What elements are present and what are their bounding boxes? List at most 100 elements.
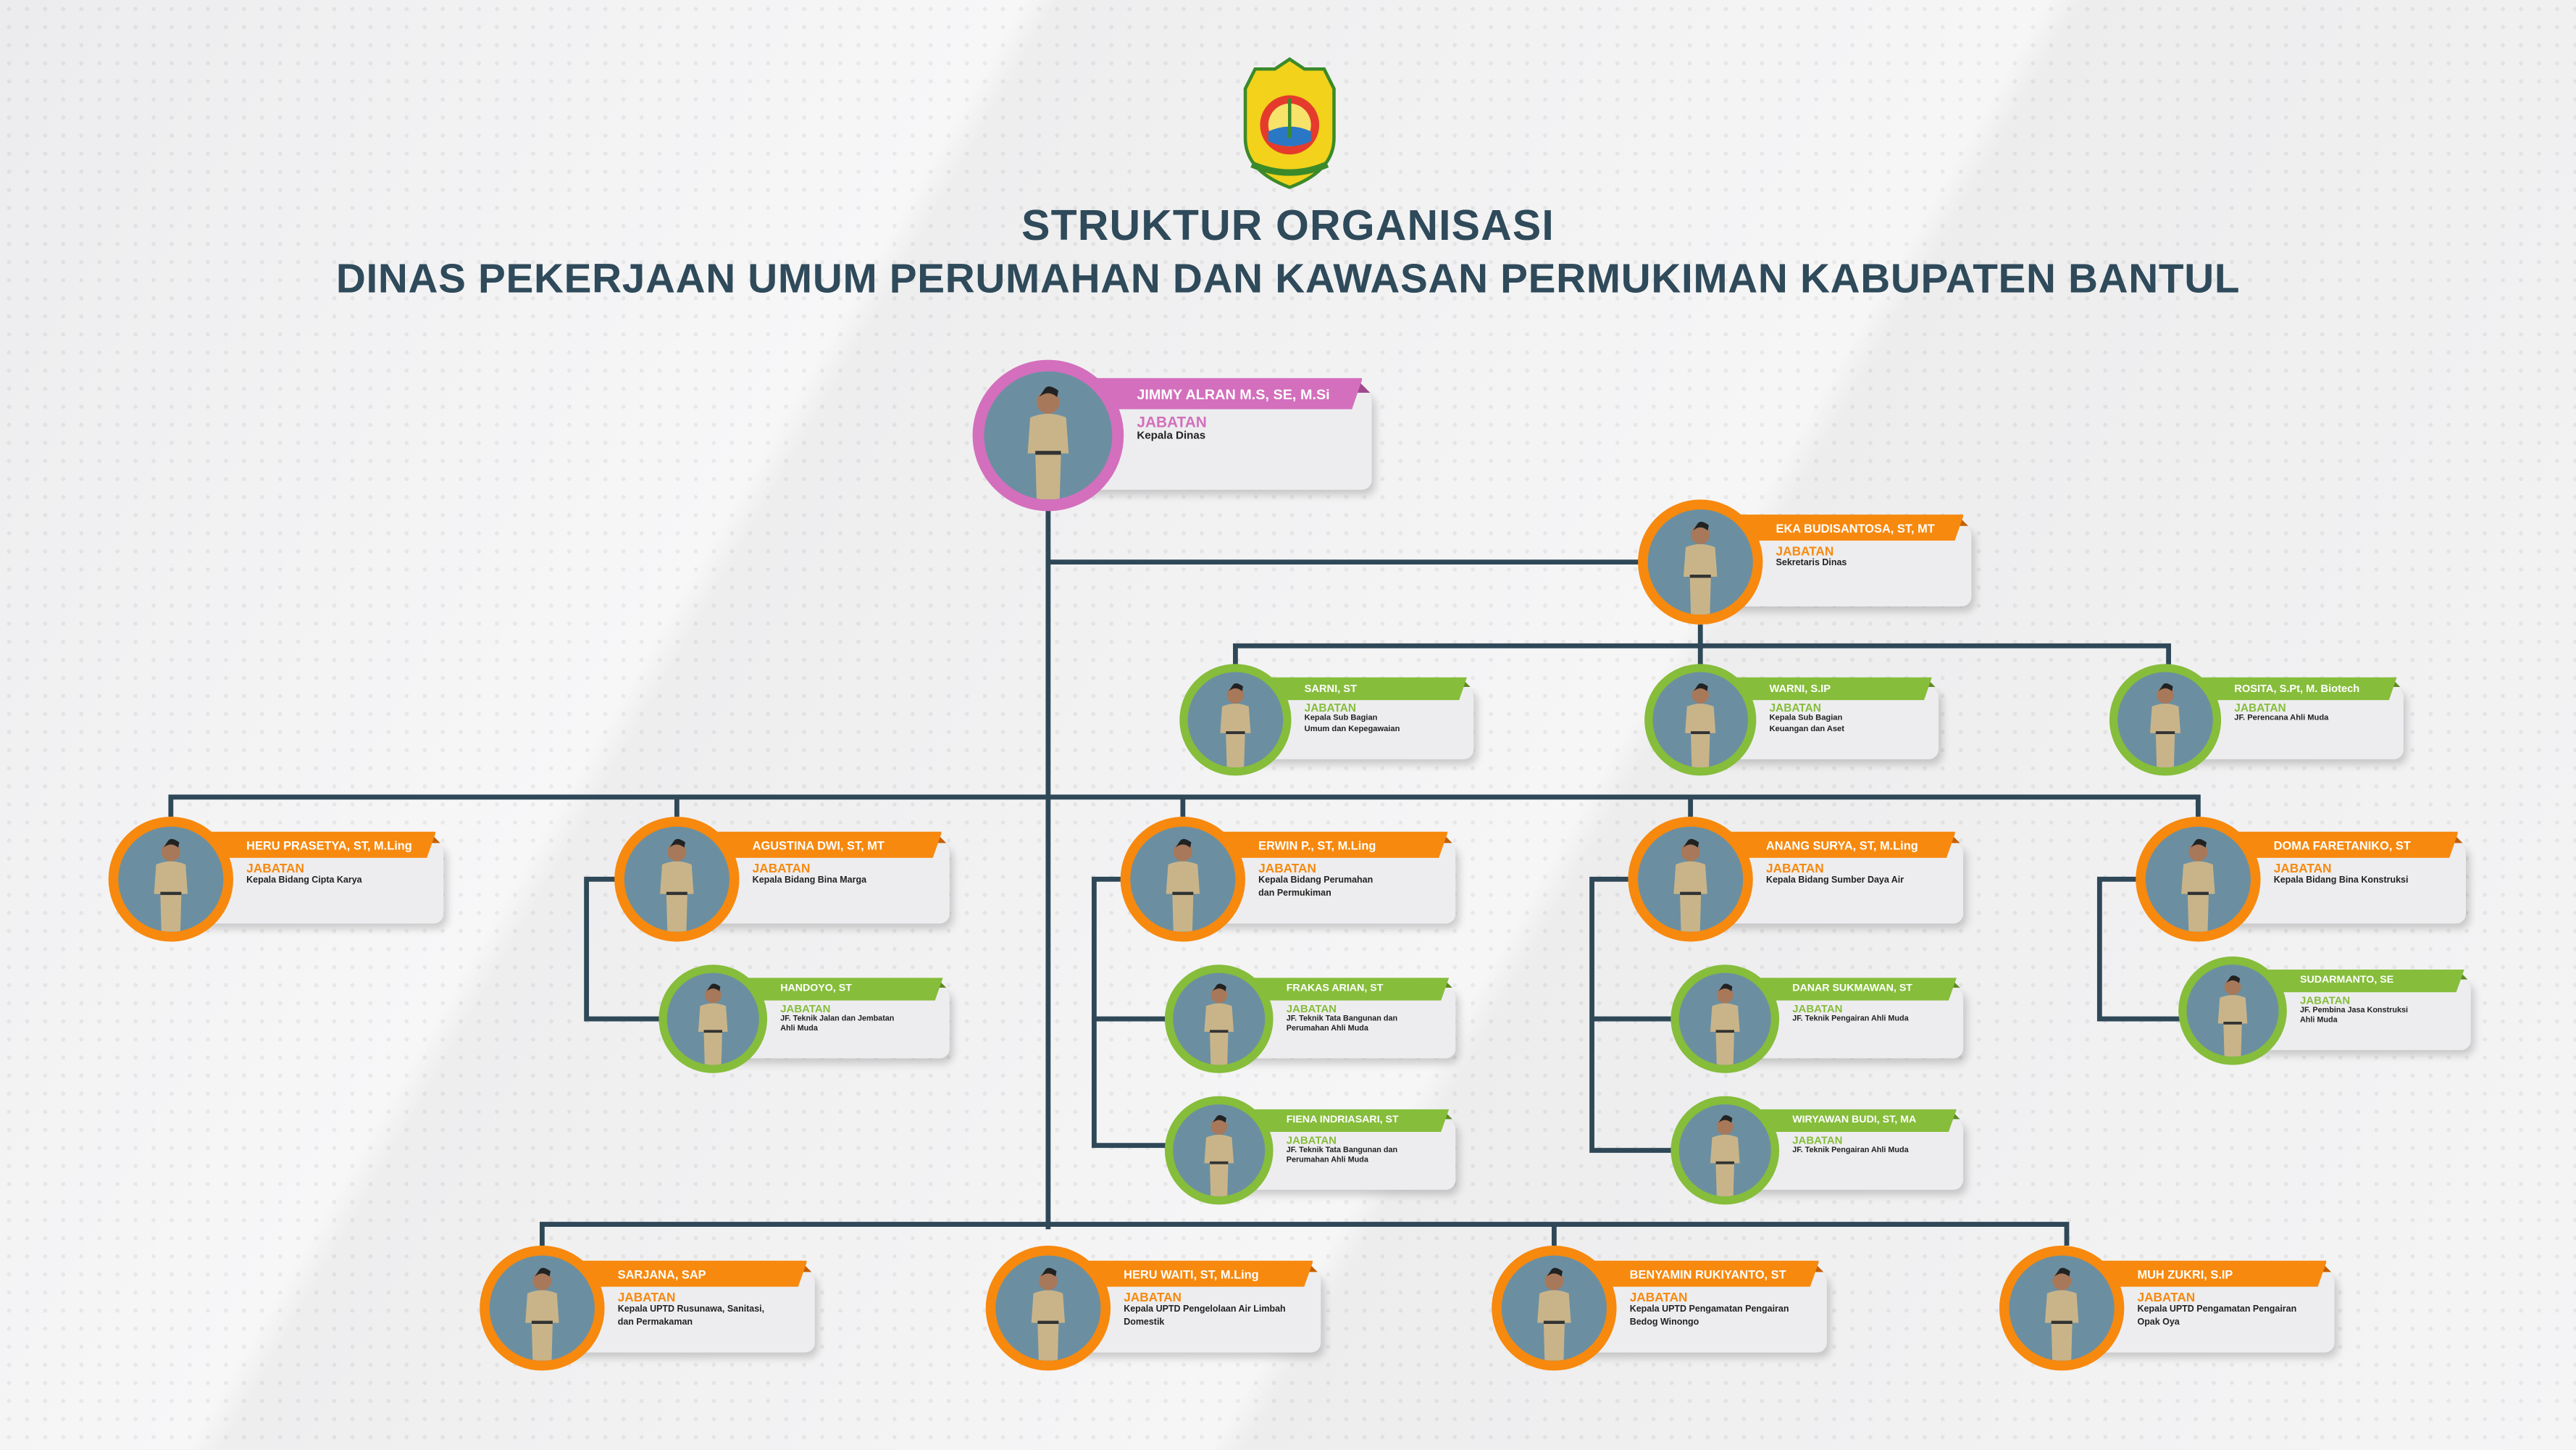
- name-ribbon: MUH ZUKRI, S.IP: [2096, 1260, 2328, 1287]
- name-ribbon: FRAKAS ARIAN, ST: [1248, 978, 1450, 1001]
- jabatan-label: JABATAN: [1629, 1291, 1688, 1306]
- position-title: Kepala UPTD Pengamatan Pengairan Bedog W…: [1629, 1305, 1789, 1328]
- person-silhouette-icon: [1204, 983, 1234, 1065]
- person-photo: [1644, 664, 1757, 776]
- jabatan-label: JABATAN: [1776, 544, 1834, 559]
- name-ribbon: EKA BUDISANTOSA, ST, MT: [1734, 514, 1965, 541]
- connector-bina-konstruksi: [2096, 876, 2182, 1022]
- kabupaten-bantul-emblem-logo: [1243, 57, 1336, 189]
- person-name: JIMMY ALRAN M.S, SE, M.Si: [1137, 386, 1330, 402]
- name-ribbon: AGUSTINA DWI, ST, MT: [711, 831, 942, 858]
- person-photo: [972, 359, 1124, 512]
- person-photo: [1164, 1096, 1274, 1205]
- person-name: HERU WAITI, ST, M.Ling: [1124, 1266, 1259, 1281]
- connector-subbag: [1233, 624, 2171, 666]
- jabatan-label: JABATAN: [2137, 1291, 2196, 1306]
- person-name: WIRYAWAN BUDI, ST, MA: [1792, 1114, 1917, 1127]
- person-photo: [1492, 1246, 1617, 1371]
- person-name: DOMA FARETANIKO, ST: [2273, 837, 2411, 853]
- jabatan-label: JABATAN: [1792, 1135, 1843, 1147]
- person-name: HANDOYO, ST: [780, 983, 852, 995]
- position-title: Kepala Bidang Bina Marga: [752, 876, 867, 887]
- person-photo: [1670, 964, 1780, 1073]
- person-photo: [2178, 956, 2287, 1065]
- jabatan-label: JABATAN: [1304, 704, 1357, 716]
- position-title: Kepala Sub Bagian Keuangan dan Aset: [1769, 715, 1844, 735]
- jabatan-label: JABATAN: [617, 1291, 676, 1306]
- position-title: Sekretaris Dinas: [1776, 559, 1847, 570]
- name-ribbon: FIENA INDRIASARI, ST: [1248, 1109, 1450, 1133]
- name-ribbon: HERU WAITI, ST, M.Ling: [1082, 1260, 1313, 1287]
- name-ribbon: BENYAMIN RUKIYANTO, ST: [1588, 1260, 1820, 1287]
- name-ribbon: JIMMY ALRAN M.S, SE, M.Si: [1090, 378, 1363, 410]
- person-name: FIENA INDRIASARI, ST: [1286, 1114, 1399, 1127]
- person-photo: [1628, 817, 1753, 942]
- position-title: Kepala Bidang Cipta Karya: [246, 876, 362, 887]
- connector-uptd: [539, 1222, 2070, 1246]
- person-name: AGUSTINA DWI, ST, MT: [752, 837, 885, 853]
- jabatan-label: JABATAN: [1792, 1004, 1843, 1015]
- person-silhouette-icon: [2149, 683, 2181, 768]
- jabatan-label: JABATAN: [1765, 862, 1824, 877]
- page-subtitle: DINAS PEKERJAAN UMUM PERUMAHAN DAN KAWAS…: [335, 256, 2241, 303]
- person-photo: [1120, 817, 1246, 942]
- person-silhouette-icon: [1684, 522, 1718, 615]
- person-name: SUDARMANTO, SE: [2299, 975, 2394, 987]
- page-title: STRUKTUR ORGANISASI: [1021, 200, 1555, 250]
- jabatan-label: JABATAN: [1286, 1004, 1337, 1015]
- name-ribbon: DANAR SUKMAWAN, ST: [1755, 978, 1957, 1001]
- person-silhouette-icon: [1673, 838, 1707, 932]
- connector-sda: [1589, 876, 1674, 1153]
- person-photo: [1179, 664, 1292, 776]
- person-name: SARJANA, SAP: [617, 1266, 706, 1281]
- name-ribbon: HANDOYO, ST: [743, 978, 943, 1001]
- name-ribbon: ERWIN P., ST, M.Ling: [1217, 831, 1448, 858]
- person-photo: [1670, 1096, 1780, 1205]
- connector-perumahan: [1091, 876, 1168, 1149]
- person-silhouette-icon: [154, 838, 188, 932]
- person-silhouette-icon: [1204, 1114, 1234, 1197]
- position-title: JF. Teknik Tata Bangunan dan Perumahan A…: [1286, 1014, 1398, 1034]
- person-name: HERU PRASETYA, ST, M.Ling: [246, 837, 412, 853]
- jabatan-label: JABATAN: [2300, 995, 2351, 1007]
- person-photo: [2109, 664, 2222, 776]
- name-ribbon: SARJANA, SAP: [576, 1260, 808, 1287]
- position-title: JF. Teknik Pengairan Ahli Muda: [1792, 1014, 1909, 1024]
- name-ribbon: DOMA FARETANIKO, ST: [2232, 831, 2459, 858]
- person-name: MUH ZUKRI, S.IP: [2137, 1266, 2233, 1281]
- jabatan-label: JABATAN: [780, 1004, 831, 1015]
- position-title: Kepala UPTD Rusunawa, Sanitasi, dan Perm…: [617, 1305, 765, 1328]
- position-title: JF. Perencana Ahli Muda: [2234, 715, 2329, 724]
- name-ribbon: ANANG SURYA, ST, M.Ling: [1725, 831, 1956, 858]
- person-silhouette-icon: [1685, 683, 1716, 768]
- person-photo: [108, 817, 234, 942]
- position-title: JF. Teknik Tata Bangunan dan Perumahan A…: [1286, 1146, 1398, 1165]
- person-silhouette-icon: [2217, 975, 2248, 1057]
- person-photo: [1638, 499, 1763, 625]
- position-title: JF. Teknik Pengairan Ahli Muda: [1792, 1146, 1909, 1155]
- name-ribbon: HERU PRASETYA, ST, M.Ling: [205, 831, 436, 858]
- person-silhouette-icon: [1220, 683, 1251, 768]
- position-title: JF. Pembina Jasa Konstruksi Ahli Muda: [2300, 1007, 2408, 1026]
- connector-bidang: [168, 794, 2201, 817]
- person-name: WARNI, S.IP: [1769, 683, 1831, 695]
- jabatan-label: JABATAN: [1769, 704, 1821, 716]
- jabatan-label: JABATAN: [752, 862, 811, 877]
- jabatan-label: JABATAN: [2234, 704, 2286, 716]
- person-photo: [985, 1246, 1111, 1371]
